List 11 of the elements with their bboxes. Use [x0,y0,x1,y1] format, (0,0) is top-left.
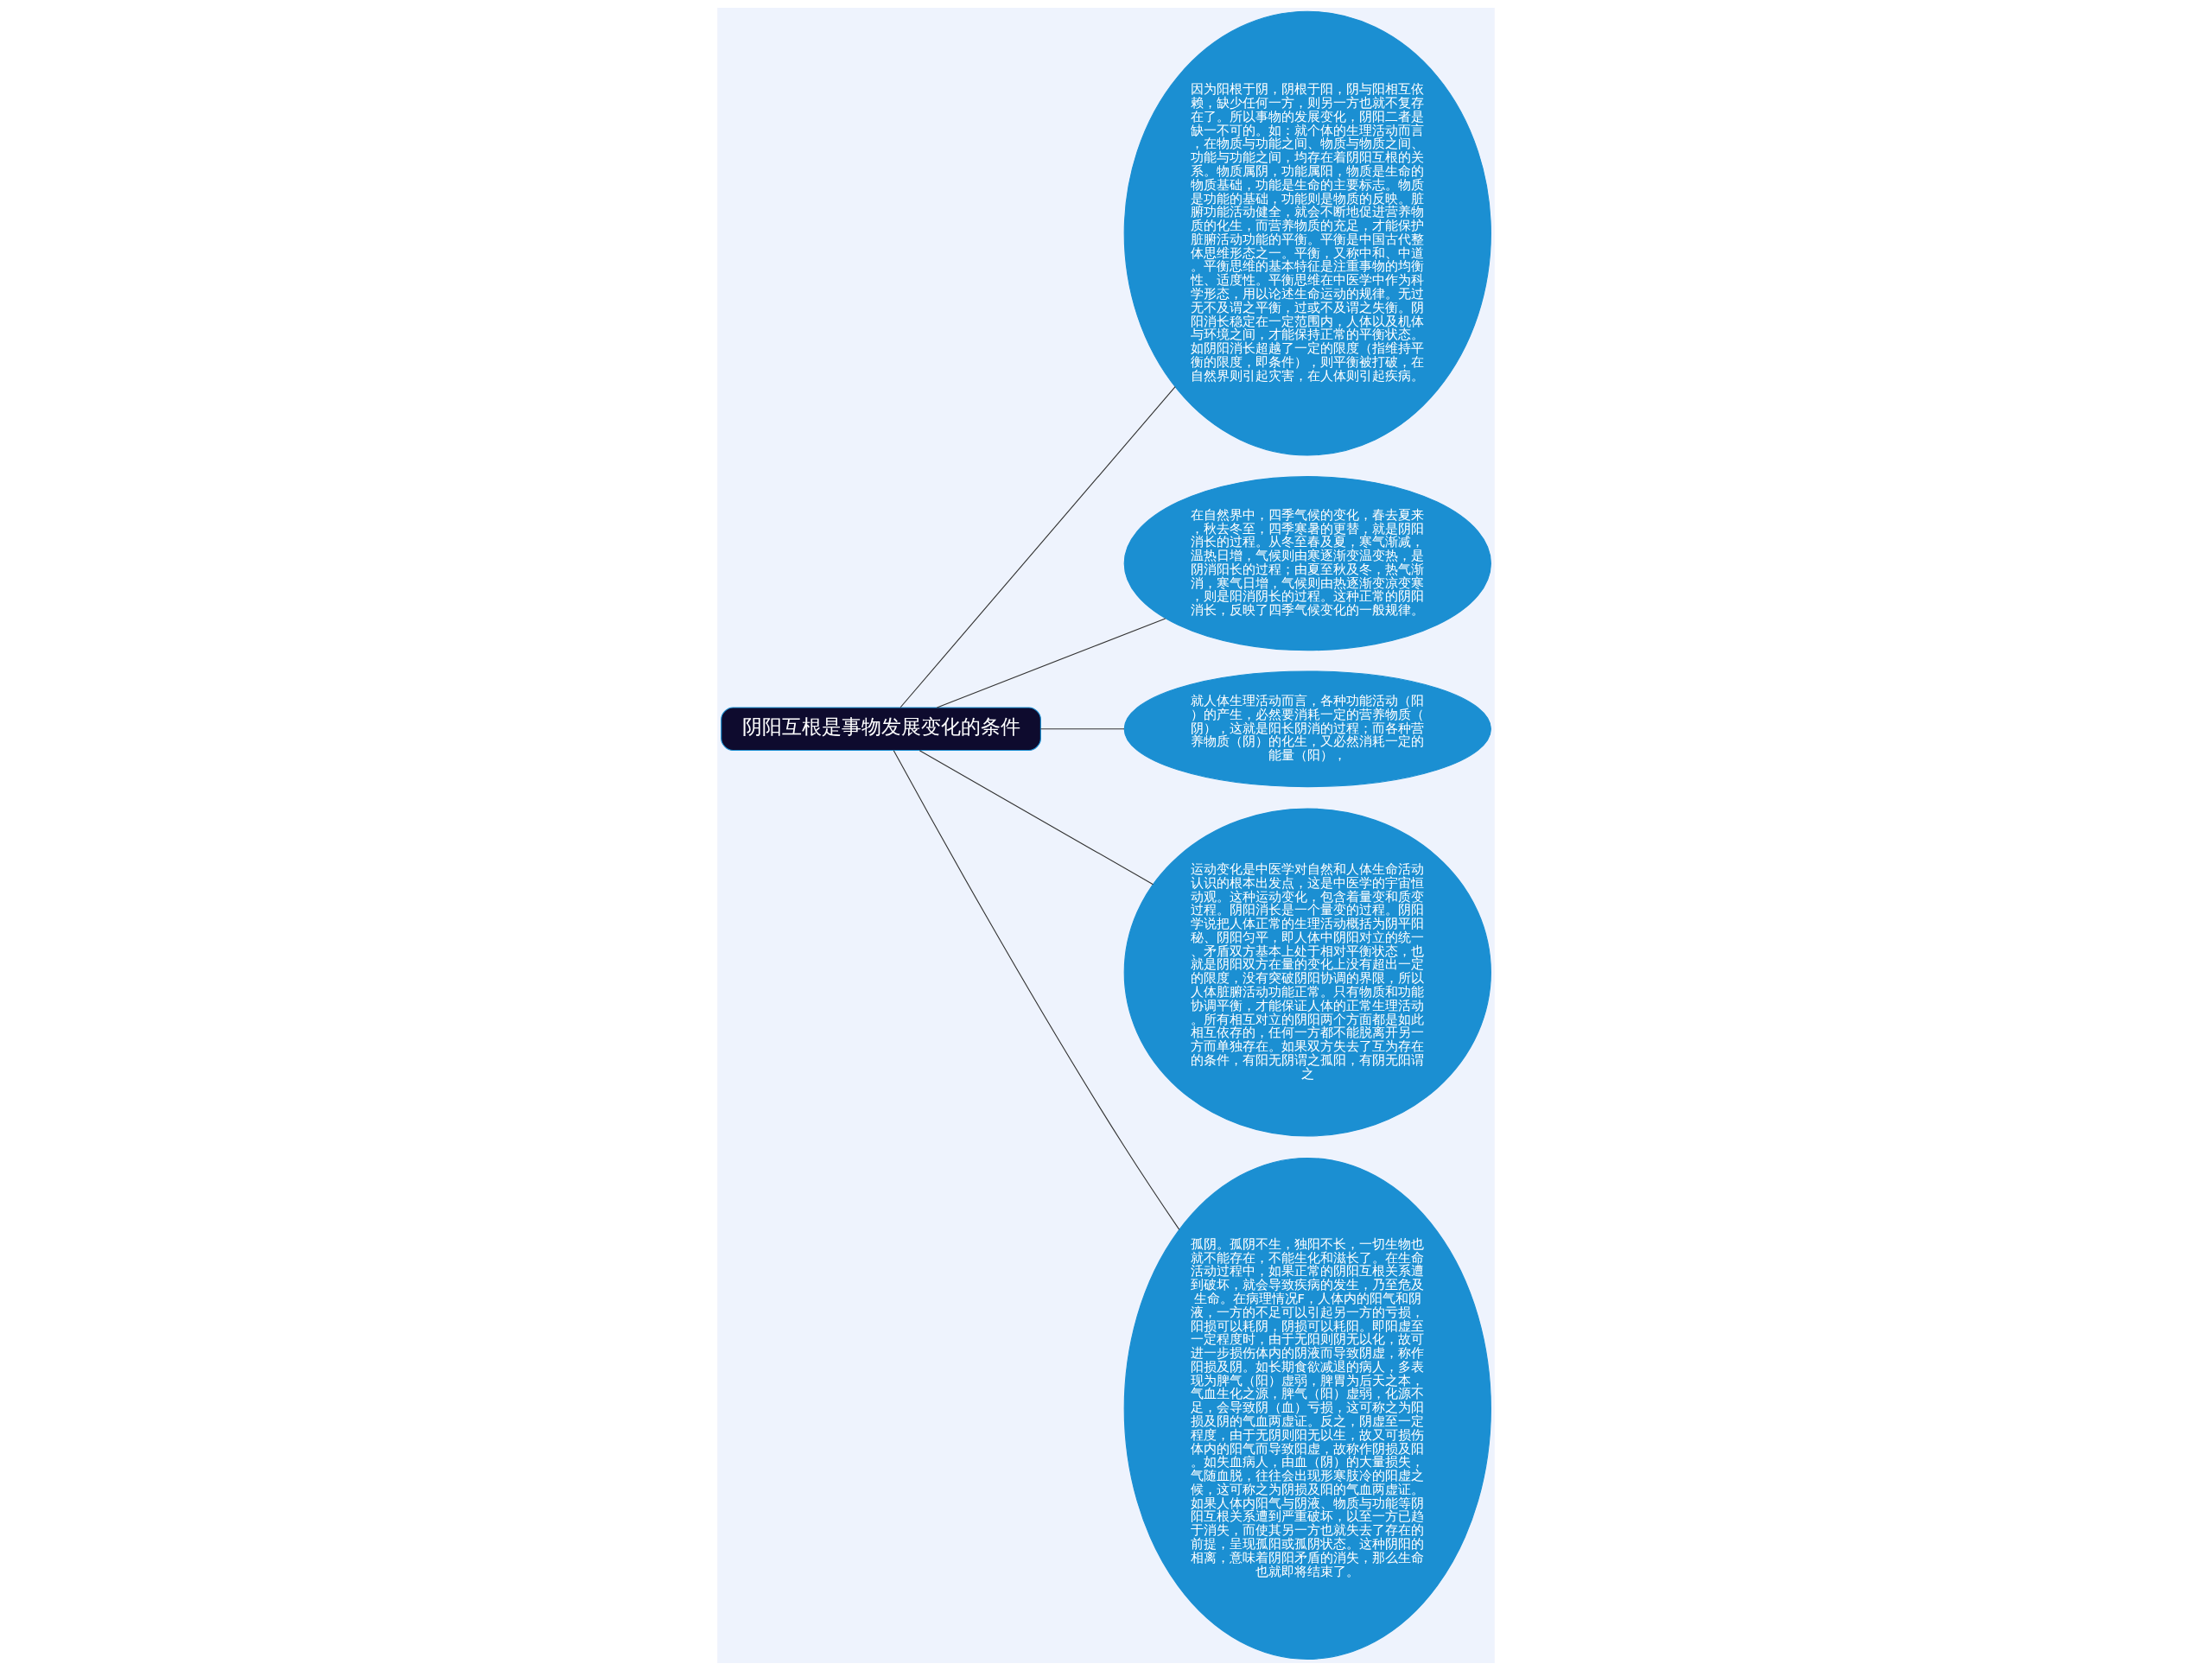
connector [936,617,1166,708]
connector [918,749,1154,885]
node-ellipse: 因为阳根于阴，阴根于阳，阴与阳相互依赖，缺少任何一方，则另一方也就不复存在了。所以事物的发展变化，阴阳二者是缺一不可的。如：就个体的生理活动而言，在物质与功能之间、物质与物质之间、功能与功能之间，均存在着阴阳互根的关系。物质属阴，功能属阳，物质是生命的物质基础，功能是生命的主要标志。物质是功能的基础，功能则是物质的反映。脏腑功能活动健全，就会不断地促进营养物质的化生，而营养物质的充足，才能保护脏腑活动功能的平衡。平衡是中国古代整体思维形态之一。平衡，又称中和、中道。平衡思维的基本特征是注重事物的均衡性、适度性。平衡思维在中医学中作为科学形态，用以论述生命运动的规律。无过无不及谓之平衡，过或不及谓之失衡。阴阳消长稳定在一定范围内，人体以及机体与环境之间，才能保持正常的平衡状态。如阴阳消长超越了一定的限度（指维持平衡的限度，即条件），则平衡被打破，在自然界则引起灾害，在人体则引起疾病。 [1123,10,1491,455]
node-ellipse: 运动变化是中医学对自然和人体生命活动认识的根本出发点，这是中医学的宇宙恒动观。这种运动变化，包含着量变和质变过程。阴阳消长是一个量变的过程。阴阳学说把人体正常的生理活动概括为阴平阳秘、阴阳匀平，即人体中阴阳对立的统一、矛盾双方基本上处于相对平衡状态，也就是阴阳双方在量的变化上没有超出一定的限度，没有突破阴阳协调的界限，所以人体脏腑活动功能正常。只有物质和功能协调平衡，才能保证人体的正常生理活动。所有相互对立的阴阳两个方面都是如此相互依存的，任何一方都不能脱离开另一方而单独存在。如果双方失去了互为存在的条件，有阳无阴谓之孤阳，有阴无阳谓之 [1123,808,1491,1136]
connector [893,749,1180,1230]
node-ellipse: 在自然界中，四季气候的变化，春去夏来，秋去冬至，四季寒暑的更替，就是阴阳消长的过程。从冬至春及夏，寒气渐减，温热日增，气候则由寒逐渐变温变热，是阴消阳长的过程；由夏至秋及冬，热气渐消，寒气日增，气候则由热逐渐变凉变寒，则是阳消阴长的过程。这种正常的阴阳消长，反映了四季气候变化的一般规律。 [1123,475,1491,651]
connector [899,385,1176,708]
node-ellipse: 孤阴。孤阴不生，独阳不长，一切生物也就不能存在，不能生化和滋长了。在生命活动过程中，如果正常的阴阳互根关系遭到破坏，就会导致疾病的发生，乃至危及生命。在病理情况F，人体内的阳气和阴液，一方的不足可以引起另一方的亏损，阳损可以耗阴，阴损可以耗阳。即阳虚至一定程度时，由于无阳则阴无以化，故可进一步损伤体内的阴液而导致阴虚，称作阳损及阴。如长期食欲减退的病人，多表现为脾气（阳）虚弱，脾胃为后天之本，气血生化之源，脾气（阳）虚弱，化源不足，会导致阴（血）亏损，这可称之为阳损及阴的气血两虚证。反之，阴虚至一定程度，由于无阴则阳无以生，故又可损伤体内的阳气而导致阳虚，故称作阴损及阳。如失血病人，由血（阴）的大量损失，气随血脱，往往会出现形寒肢冷的阳虚之候，这可称之为阴损及阳的气血两虚证。如果人体内阳气与阴液、物质与功能等阴阳互根关系遭到严重破坏，以至一方已趋于消失，而使其另一方也就失去了存在的前提，呈现孤阳或孤阴状态。这种阴阳的相离，意味着阴阳矛盾的消失，那么生命也就即将结束了。 [1123,1157,1491,1660]
node-ellipse: 就人体生理活动而言，各种功能活动（阳）的产生，必然要消耗一定的营养物质（阴），这就是阳长阴消的过程；而各种营养物质（阴）的化生，又必然消耗一定的能量（阳）， [1123,670,1491,787]
connector [1039,727,1125,729]
node-box: 阴阳互根是事物发展变化的条件 [721,706,1041,751]
